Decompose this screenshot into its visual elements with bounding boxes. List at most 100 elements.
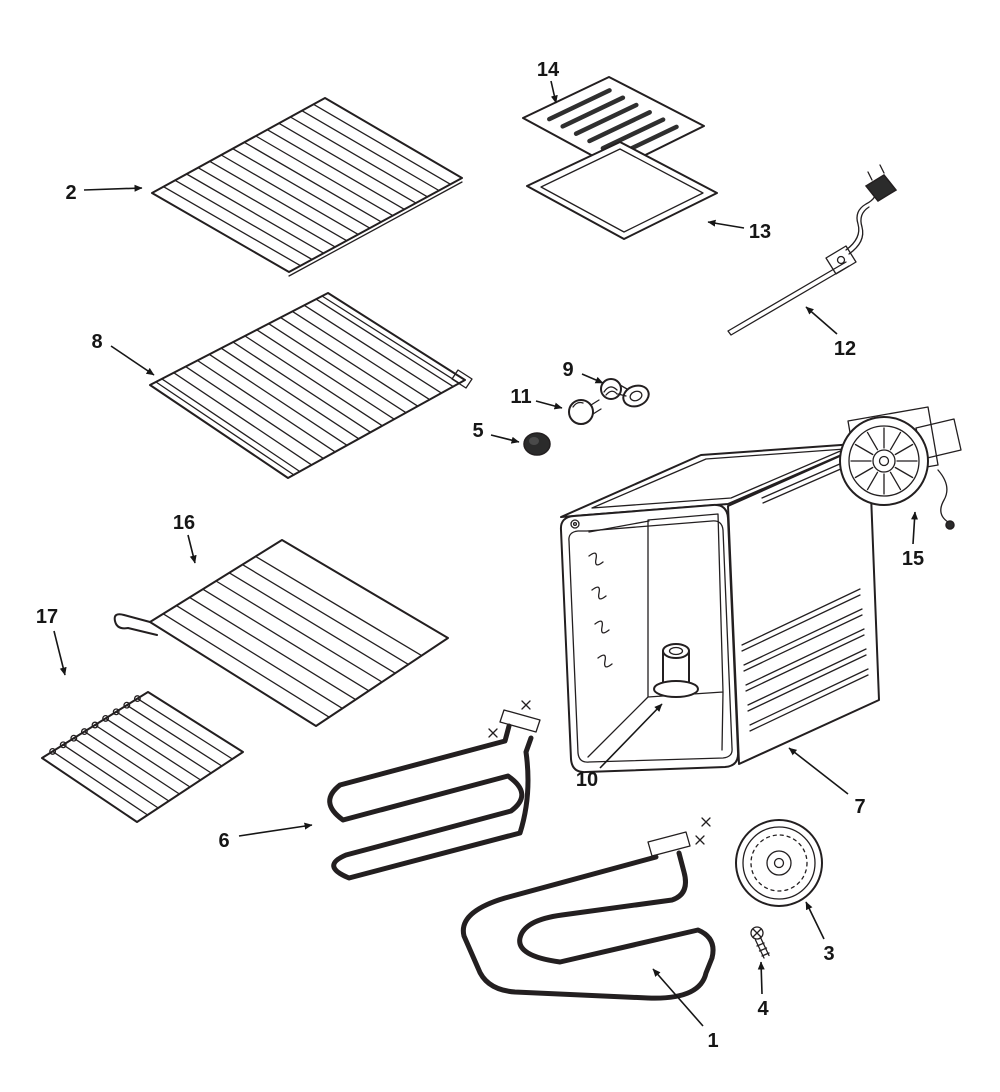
part-7-front-opening bbox=[568, 520, 733, 763]
callout-label-4: 4 bbox=[757, 998, 769, 1020]
part-1-bake-element bbox=[460, 817, 716, 1001]
part-17-wire-loops bbox=[49, 695, 141, 755]
leader-5 bbox=[490, 434, 520, 444]
part-13-pan-rim bbox=[526, 141, 718, 240]
part-2-rack-wires bbox=[162, 103, 452, 267]
part-16-frame bbox=[149, 539, 449, 727]
leader-7 bbox=[788, 747, 849, 795]
part-12-oven-sensor bbox=[727, 164, 898, 336]
leader-9 bbox=[581, 373, 604, 384]
callout-labels: 1 2 3 4 5 6 7 8 9 10 11 12 13 14 15 16 1… bbox=[36, 59, 924, 1052]
part-12-wires bbox=[845, 187, 877, 255]
leader-16 bbox=[187, 534, 197, 564]
part-11-bulb-glass bbox=[568, 399, 594, 425]
leader-1 bbox=[652, 968, 704, 1027]
leader-17 bbox=[53, 630, 67, 676]
part-12-sensor-rod bbox=[727, 261, 850, 336]
part-3-fan-cover bbox=[735, 819, 823, 907]
part-7-front-face bbox=[559, 503, 740, 774]
part-9-socket-inner bbox=[629, 390, 643, 402]
callout-label-6: 6 bbox=[218, 830, 229, 852]
part-8-rack-bracket bbox=[451, 369, 473, 389]
part-10-cylinder-body bbox=[662, 650, 690, 686]
callout-label-15: 15 bbox=[902, 548, 924, 570]
part-6-broil-element bbox=[327, 700, 541, 881]
part-17-wires bbox=[51, 697, 234, 816]
part-15-fan-ring bbox=[848, 425, 920, 497]
part-2-oven-rack bbox=[151, 97, 463, 277]
part-15-convection-fan bbox=[839, 406, 962, 530]
part-10-cylinder-bore bbox=[668, 646, 684, 656]
part-2-rack-frame bbox=[151, 97, 463, 273]
leader-15 bbox=[911, 511, 919, 545]
part-15-motor-wire bbox=[937, 469, 949, 523]
part-6-terminal-screws bbox=[488, 700, 531, 738]
part-11-bulb-detail bbox=[572, 399, 602, 415]
part-12-mount-plate bbox=[825, 245, 857, 275]
part-3-disc-outer bbox=[735, 819, 823, 907]
callout-label-10: 10 bbox=[576, 769, 598, 791]
leader-14 bbox=[550, 80, 558, 104]
callout-label-13: 13 bbox=[749, 221, 771, 243]
part-9-bulb bbox=[600, 378, 622, 400]
callout-label-17: 17 bbox=[36, 606, 58, 628]
part-7-screw-hole-center bbox=[572, 521, 578, 527]
part-13-pan-inner bbox=[540, 148, 704, 233]
callout-label-1: 1 bbox=[707, 1030, 718, 1052]
part-15-fan-blades bbox=[850, 427, 918, 495]
part-14-insert-frame bbox=[522, 76, 705, 170]
leader-11 bbox=[535, 400, 563, 410]
part-2-rack-front-rail bbox=[288, 181, 463, 277]
part-17-broil-rack bbox=[41, 691, 244, 823]
part-15-wire-connector bbox=[945, 520, 955, 530]
part-8-rack-side-rails bbox=[155, 295, 460, 476]
leader-10 bbox=[599, 703, 663, 769]
part-15-fan-shroud bbox=[839, 416, 929, 506]
part-7-screw-hole bbox=[570, 519, 580, 529]
part-15-fan-hub-center bbox=[878, 455, 890, 467]
part-12-plate-hole bbox=[836, 255, 846, 265]
leader-13 bbox=[707, 219, 745, 229]
callout-label-14: 14 bbox=[537, 59, 560, 81]
part-1-element-tube bbox=[460, 850, 716, 1001]
part-16-ribs bbox=[162, 555, 423, 718]
part-3-disc-hub bbox=[766, 850, 792, 876]
part-8-oven-rack bbox=[149, 292, 473, 479]
part-12-connector-pins bbox=[867, 164, 885, 181]
callout-label-16: 16 bbox=[173, 512, 195, 534]
part-15-fan-hub bbox=[872, 449, 896, 473]
part-5-lens-highlight bbox=[529, 437, 539, 445]
part-12-connector bbox=[864, 174, 898, 202]
part-14-broiler-insert bbox=[522, 76, 705, 170]
part-10-shaft-sleeve bbox=[653, 643, 699, 698]
leader-6 bbox=[238, 822, 313, 837]
part-1-terminal-plate bbox=[647, 831, 691, 857]
callout-label-11: 11 bbox=[510, 386, 531, 408]
part-16-handle bbox=[113, 613, 158, 636]
part-1-terminal-screws bbox=[695, 817, 711, 845]
part-8-rack-wires bbox=[161, 298, 454, 473]
part-13-broiler-pan bbox=[526, 141, 718, 240]
part-3-disc-ring bbox=[742, 826, 816, 900]
part-16-rack-deflector bbox=[113, 539, 449, 727]
leader-12 bbox=[805, 306, 838, 335]
callout-label-2: 2 bbox=[65, 182, 76, 204]
part-7-interior-back-wall bbox=[587, 513, 724, 758]
callout-label-3: 3 bbox=[823, 943, 834, 965]
part-7-oven-cavity bbox=[559, 442, 880, 774]
leader-2 bbox=[83, 184, 143, 192]
part-4-screw-shaft bbox=[754, 936, 770, 959]
callout-label-8: 8 bbox=[91, 331, 102, 353]
part-10-base-flange bbox=[653, 680, 699, 698]
part-10-cylinder-top bbox=[662, 643, 690, 659]
part-17-frame bbox=[41, 691, 244, 823]
part-4-screw bbox=[750, 926, 770, 959]
callout-label-9: 9 bbox=[562, 359, 573, 381]
leader-3 bbox=[805, 901, 825, 940]
callout-label-7: 7 bbox=[854, 796, 865, 818]
leader-8 bbox=[110, 345, 155, 376]
callout-leader-lines bbox=[53, 80, 919, 1027]
oven-light-assembly bbox=[523, 378, 650, 456]
